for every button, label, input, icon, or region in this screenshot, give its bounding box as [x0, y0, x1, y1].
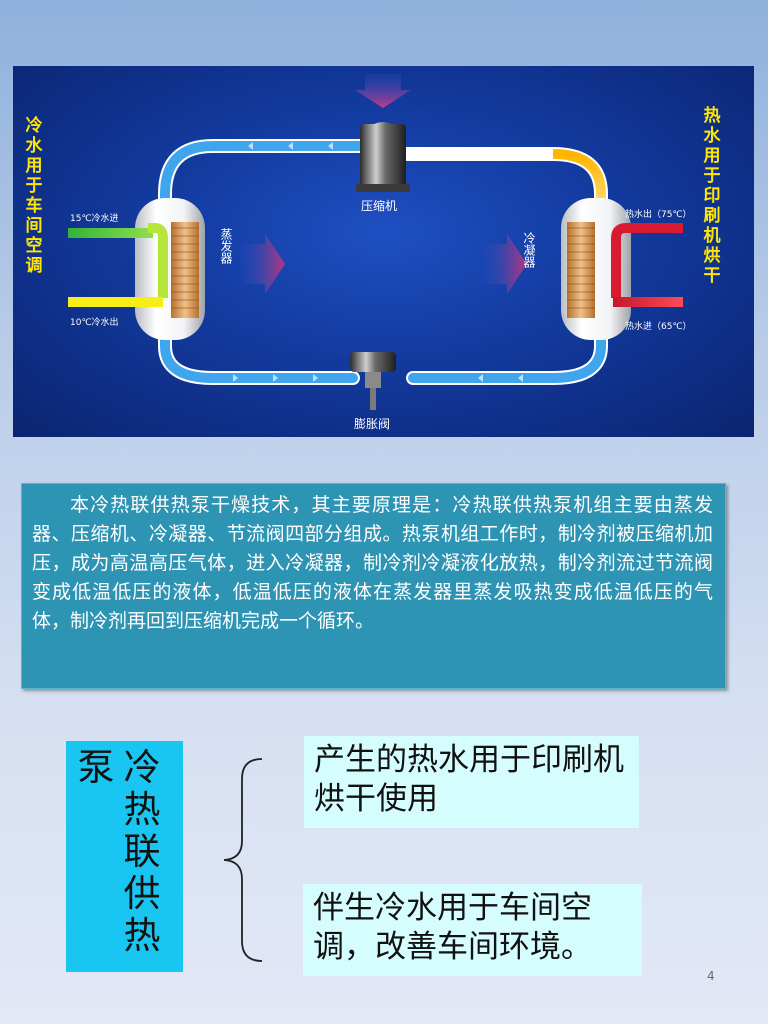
cold-in-label: 15℃冷水进 — [70, 212, 119, 224]
hot-water-output-box: 产生的热水用于印刷机烘干使用 — [304, 736, 639, 828]
hot-water-pipes — [611, 223, 683, 307]
cold-water-use-label: 冷水用于车间空调 — [25, 116, 43, 276]
pump-title-col-2: 冷热联供热 — [123, 746, 161, 957]
hot-out-label: 热水出（75℃） — [625, 208, 692, 220]
compressor — [356, 122, 410, 192]
compressor-label: 压缩机 — [361, 198, 397, 213]
expansion-valve — [350, 352, 396, 410]
flow-direction-marks — [233, 142, 523, 382]
heat-pump-diagram: 压缩机 膨胀阀 15℃冷水进 10℃冷水出 热水出（75℃） 热水进（65℃） … — [13, 66, 754, 437]
heat-pump-schematic: 压缩机 膨胀阀 15℃冷水进 10℃冷水出 热水出（75℃） 热水进（65℃） … — [68, 74, 692, 431]
curly-brace — [223, 758, 263, 962]
cold-water-output-box: 伴生冷水用于车间空调，改善车间环境。 — [303, 884, 642, 976]
inflow-arrow-top — [355, 74, 411, 108]
evaporator-label: 蒸发器 — [219, 228, 233, 265]
hot-in-label: 热水进（65℃） — [625, 320, 692, 332]
pump-title-box: 泵 冷热联供热 — [66, 741, 183, 972]
evaporator-tank — [135, 198, 205, 340]
page-number: 4 — [707, 969, 715, 983]
expansion-valve-label: 膨胀阀 — [354, 417, 390, 431]
cold-out-label: 10℃冷水出 — [70, 316, 119, 328]
heat-arrow-left — [241, 234, 285, 294]
cold-refrigerant-loop — [158, 139, 608, 385]
condenser-label: 冷凝器 — [522, 232, 536, 269]
hot-refrigerant-pipe — [405, 147, 608, 201]
cold-water-pipes — [68, 223, 168, 307]
pump-title-col-1: 泵 — [77, 746, 115, 789]
heat-arrow-right — [483, 234, 527, 294]
principle-description: 本冷热联供热泵干燥技术，其主要原理是：冷热联供热泵机组主要由蒸发器、压缩机、冷凝… — [21, 483, 726, 689]
hot-water-use-label: 热水用于印刷机烘干 — [703, 106, 721, 286]
